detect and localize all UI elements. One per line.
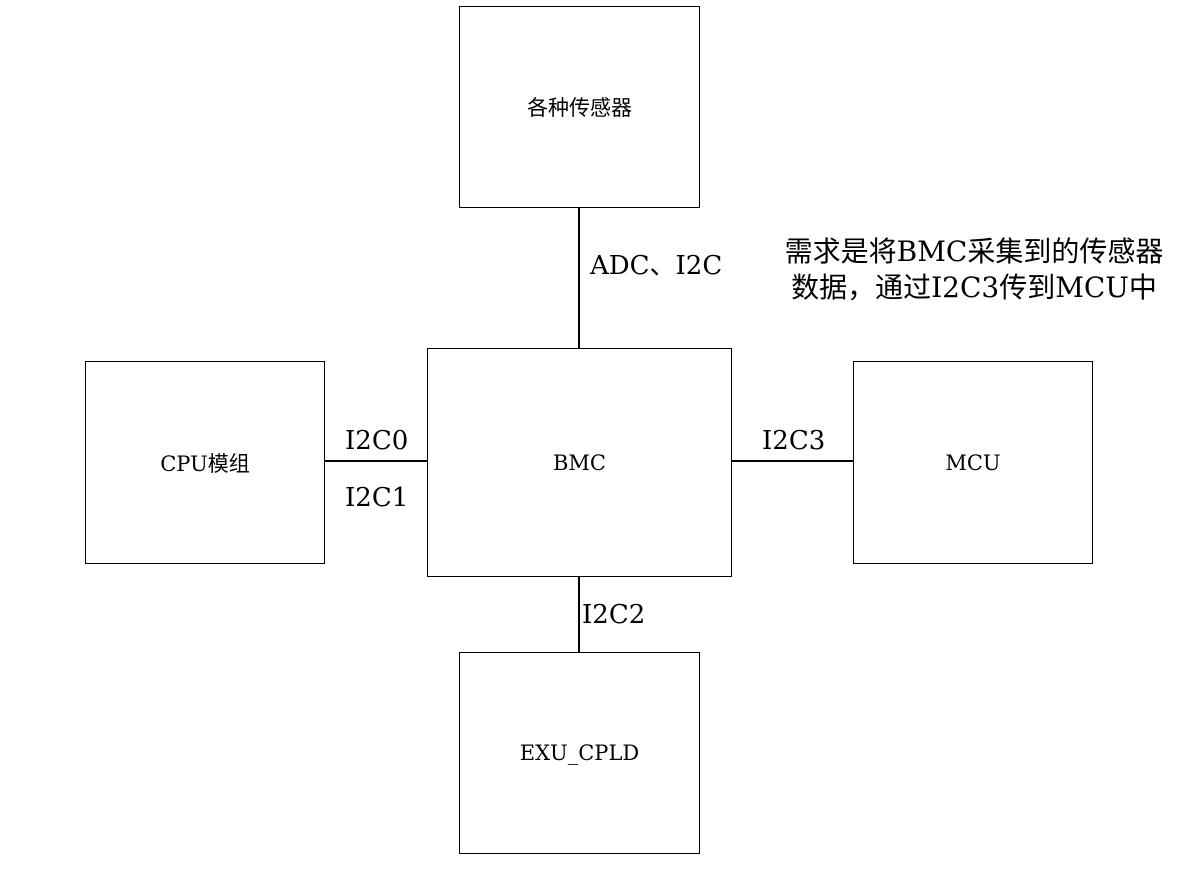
requirement-note: 需求是将BMC采集到的传感器数据，通过I2C3传到MCU中 <box>784 235 1164 304</box>
bmc-label: BMC <box>552 450 606 475</box>
edge-label-i2c0: I2C0 <box>345 426 409 456</box>
connector-sensors-bmc <box>578 207 580 349</box>
exu-cpld-label: EXU_CPLD <box>519 741 640 765</box>
mcu-label: MCU <box>945 450 1001 475</box>
edge-label-adc-i2c: ADC、I2C <box>590 251 723 281</box>
edge-label-i2c1: I2C1 <box>345 483 409 513</box>
connector-bmc-cpld <box>578 576 580 653</box>
exu-cpld-node: EXU_CPLD <box>459 652 700 854</box>
connector-cpu-bmc <box>324 460 428 462</box>
connector-bmc-mcu <box>731 460 854 462</box>
mcu-node: MCU <box>853 361 1093 564</box>
bmc-node: BMC <box>427 348 732 577</box>
edge-label-i2c3: I2C3 <box>762 426 826 456</box>
edge-label-i2c2: I2C2 <box>582 600 646 630</box>
cpu-node: CPU模组 <box>85 361 325 564</box>
sensors-label: 各种传感器 <box>527 96 632 120</box>
cpu-label: CPU模组 <box>160 451 250 476</box>
sensors-node: 各种传感器 <box>459 6 700 208</box>
